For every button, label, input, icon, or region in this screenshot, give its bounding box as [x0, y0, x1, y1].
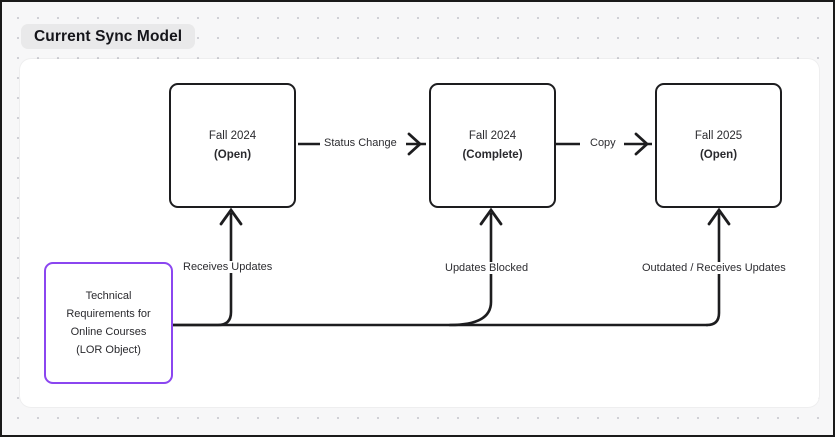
edge-label-status-change: Status Change	[321, 137, 400, 149]
edge-copy	[556, 132, 652, 156]
node-label-line1: Fall 2025	[694, 130, 743, 142]
node-fall-2024-open[interactable]: Fall 2024 (Open)	[169, 83, 296, 208]
edge-label-outdated-receives-updates: Outdated / Receives Updates	[639, 262, 789, 274]
edge-status-change	[298, 132, 426, 156]
node-label-line1: Technical	[85, 290, 132, 302]
node-label-line4: (LOR Object)	[76, 344, 141, 356]
node-label-line2: (Open)	[699, 149, 738, 161]
node-label-line1: Fall 2024	[468, 130, 517, 142]
node-label-line3: Online Courses	[70, 326, 147, 338]
node-label-line2: (Complete)	[462, 149, 523, 161]
node-fall-2025-open[interactable]: Fall 2025 (Open)	[655, 83, 782, 208]
diagram-title: Current Sync Model	[21, 24, 196, 49]
edge-label-copy: Copy	[587, 137, 619, 149]
node-label-line2: Requirements for	[66, 308, 151, 320]
node-fall-2024-complete[interactable]: Fall 2024 (Complete)	[429, 83, 556, 208]
edge-label-receives-updates: Receives Updates	[180, 261, 276, 273]
node-lor-object[interactable]: Technical Requirements for Online Course…	[44, 262, 173, 384]
node-label-line2: (Open)	[213, 149, 252, 161]
edge-lor-bus	[170, 207, 731, 327]
edge-label-updates-blocked: Updates Blocked	[442, 262, 532, 274]
node-label-line1: Fall 2024	[208, 130, 257, 142]
